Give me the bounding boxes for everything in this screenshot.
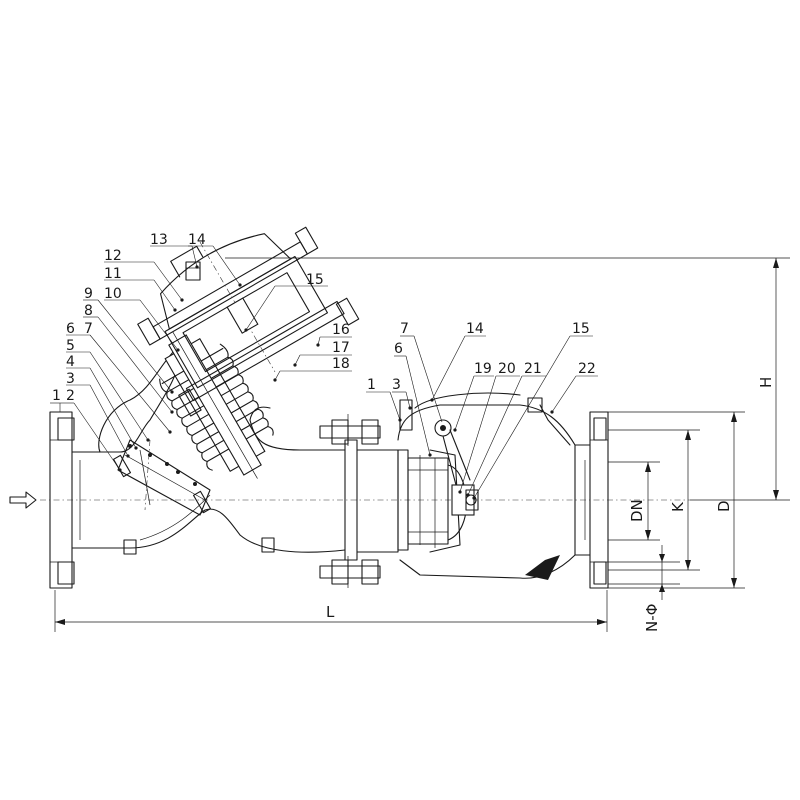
callout-labels: 1 2 3 4 5 6 7 8 9 10 11 12 13 14 15 16 1…	[52, 232, 596, 404]
callout-16: 16	[332, 322, 350, 338]
callout-10: 10	[104, 286, 122, 302]
middle-pipe	[319, 414, 449, 588]
bellows-stack	[159, 331, 274, 479]
dim-flange-diameter-label: D	[715, 500, 733, 512]
dimension-labels: L H D K DN N-Φ	[326, 377, 775, 632]
callout-22: 22	[578, 361, 596, 377]
dim-nominal-diameter-label: DN	[628, 499, 646, 522]
inlet-flange	[49, 411, 75, 589]
callout-15: 15	[306, 272, 324, 288]
hollow-right-arrow-icon	[9, 491, 37, 509]
callout-1: 1	[52, 388, 61, 404]
check-valve-body	[397, 392, 609, 589]
dim-bolt-holes-label: N-Φ	[643, 604, 661, 632]
callout-1-right: 1	[367, 377, 376, 393]
strainer-cap	[112, 439, 212, 516]
callout-12: 12	[104, 248, 122, 264]
callout-14-right: 14	[466, 321, 484, 337]
dimension-lines	[54, 257, 790, 632]
callout-7-right: 7	[400, 321, 409, 337]
callout-6: 6	[66, 321, 75, 337]
callout-19: 19	[474, 361, 492, 377]
dim-bolt-circle-label: K	[669, 501, 687, 512]
leader-lines	[50, 245, 598, 500]
callout-2: 2	[66, 388, 75, 404]
callout-6-right: 6	[394, 341, 403, 357]
dim-length-label: L	[326, 603, 335, 621]
callout-11: 11	[104, 266, 122, 282]
callout-8: 8	[84, 303, 93, 319]
dim-height-label: H	[757, 377, 775, 388]
callout-3-right: 3	[392, 377, 401, 393]
callout-3: 3	[66, 371, 75, 387]
check-disc-assembly	[419, 419, 479, 553]
callout-15-right: 15	[572, 321, 590, 337]
callout-7: 7	[84, 321, 93, 337]
callout-20: 20	[498, 361, 516, 377]
callout-9: 9	[84, 286, 93, 302]
callout-18: 18	[332, 356, 350, 372]
callout-14: 14	[188, 232, 206, 248]
callout-13: 13	[150, 232, 168, 248]
callout-21: 21	[524, 361, 542, 377]
actuator-housing	[137, 226, 360, 417]
callout-4: 4	[66, 354, 75, 370]
callout-5: 5	[66, 338, 75, 354]
callout-17: 17	[332, 340, 350, 356]
